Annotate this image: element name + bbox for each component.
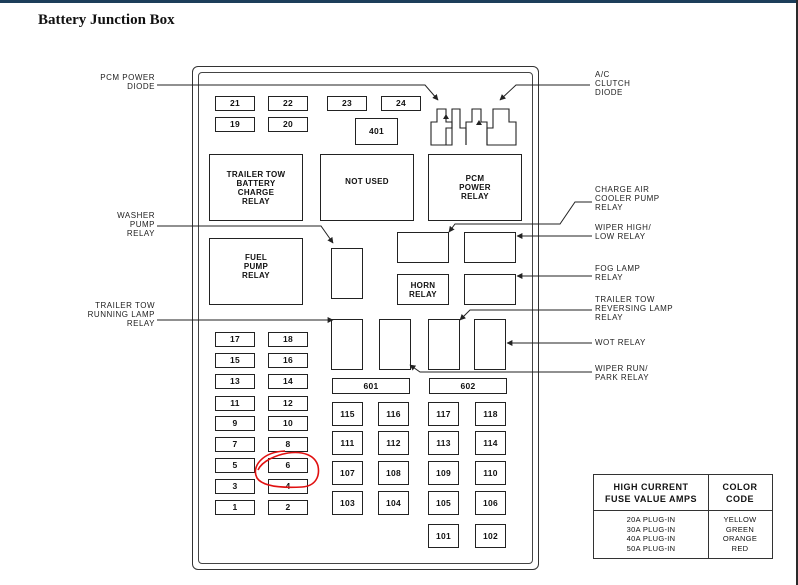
fuse-12: 12	[268, 396, 308, 411]
fuse-112: 112	[378, 431, 409, 455]
fuse-13: 13	[215, 374, 255, 389]
wiper-high-low-relay-slot	[464, 232, 516, 263]
fuse-10: 10	[268, 416, 308, 431]
fuse-24: 24	[381, 96, 421, 111]
label-washer-pump-relay: WASHER PUMP RELAY	[117, 211, 155, 238]
fuse-8: 8	[268, 437, 308, 452]
fuse-21: 21	[215, 96, 255, 111]
fuse-11: 11	[215, 396, 255, 411]
fuel-pump-relay: FUEL PUMP RELAY	[209, 238, 303, 305]
legend-color-value: GREEN	[725, 524, 755, 534]
pcm-power-relay: PCM POWER RELAY	[428, 154, 522, 221]
fuse-107: 107	[332, 461, 363, 485]
fuse-117: 117	[428, 402, 459, 426]
fuse-102: 102	[475, 524, 506, 548]
fuse-18: 18	[268, 332, 308, 347]
legend-color-value: ORANGE	[722, 534, 758, 543]
wiper-run-park-relay-slot	[379, 319, 411, 370]
fuse-104: 104	[378, 491, 409, 515]
fuse-111: 111	[332, 431, 363, 455]
trailer-tow-reversing-lamp-relay-slot	[428, 319, 460, 370]
fuse-108: 108	[378, 461, 409, 485]
legend-header-divider	[594, 510, 772, 511]
legend-color-value: RED	[731, 543, 749, 553]
label-wiper-run-park-relay: WIPER RUN/ PARK RELAY	[595, 364, 650, 382]
label-wiper-high-low-relay: WIPER HIGH/ LOW RELAY	[595, 223, 652, 241]
fuse-3: 3	[215, 479, 255, 494]
legend-header-amps: HIGH CURRENT FUSE VALUE AMPS	[604, 481, 697, 504]
legend-amp-value: 30A PLUG-IN	[626, 524, 676, 534]
label-trailer-tow-reversing-lamp-relay: TRAILER TOW REVERSING LAMP RELAY	[595, 295, 674, 322]
legend-amp-value: 40A PLUG-IN	[626, 534, 676, 543]
legend-amp-value: 50A PLUG-IN	[626, 543, 676, 553]
label-pcm-power-diode: PCM POWER DIODE	[100, 73, 155, 91]
legend-amp-value: 20A PLUG-IN	[626, 515, 676, 524]
legend-color-value: YELLOW	[723, 515, 757, 524]
fuse-7: 7	[215, 437, 255, 452]
fuse-14: 14	[268, 374, 308, 389]
junction-box-inner-frame	[198, 72, 533, 564]
label-charge-air-cooler-pump-relay: CHARGE AIR COOLER PUMP RELAY	[595, 185, 660, 212]
legend-color-column: YELLOW GREEN ORANGE RED	[708, 515, 772, 553]
fuse-20: 20	[268, 117, 308, 132]
page-title: Battery Junction Box	[38, 12, 175, 28]
fuse-601: 601	[332, 378, 410, 394]
fuse-106: 106	[475, 491, 506, 515]
label-trailer-tow-running-lamp-relay: TRAILER TOW RUNNING LAMP RELAY	[87, 301, 155, 328]
fog-lamp-relay-slot	[464, 274, 516, 305]
not-used-relay-slot: NOT USED	[320, 154, 414, 221]
fuse-22: 22	[268, 96, 308, 111]
fuse-103: 103	[332, 491, 363, 515]
label-ac-clutch-diode: A/C CLUTCH DIODE	[595, 70, 631, 97]
horn-relay: HORN RELAY	[397, 274, 449, 305]
fuse-9: 9	[215, 416, 255, 431]
junction-box-outer-frame	[192, 66, 539, 570]
fuse-color-legend: HIGH CURRENT FUSE VALUE AMPS COLOR CODE …	[593, 474, 773, 559]
washer-pump-relay-slot	[331, 248, 363, 299]
label-wot-relay: WOT RELAY	[595, 338, 646, 347]
fuse-118: 118	[475, 402, 506, 426]
window-top-border	[0, 0, 798, 3]
fuse-113: 113	[428, 431, 459, 455]
fuse-17: 17	[215, 332, 255, 347]
window-right-border	[796, 0, 798, 585]
fuse-114: 114	[475, 431, 506, 455]
fuse-6: 6	[268, 458, 308, 473]
red-circle-annotation	[254, 450, 320, 489]
fuse-15: 15	[215, 353, 255, 368]
fuse-115: 115	[332, 402, 363, 426]
legend-column-divider	[708, 475, 709, 558]
fuse-16: 16	[268, 353, 308, 368]
fuse-110: 110	[475, 461, 506, 485]
fuse-105: 105	[428, 491, 459, 515]
fuse-116: 116	[378, 402, 409, 426]
wot-relay-slot	[474, 319, 506, 370]
fuse-23: 23	[327, 96, 367, 111]
fuse-5: 5	[215, 458, 255, 473]
fuse-19: 19	[215, 117, 255, 132]
fuse-101: 101	[428, 524, 459, 548]
label-fog-lamp-relay: FOG LAMP RELAY	[595, 264, 641, 282]
fuse-1: 1	[215, 500, 255, 515]
legend-amps-column: 20A PLUG-IN 30A PLUG-IN 40A PLUG-IN 50A …	[594, 515, 708, 553]
fuse-602: 602	[429, 378, 507, 394]
charge-air-cooler-pump-relay-slot	[397, 232, 449, 263]
legend-header-color: COLOR CODE	[722, 481, 758, 504]
trailer-tow-running-lamp-relay-slot	[331, 319, 363, 370]
fuse-109: 109	[428, 461, 459, 485]
trailer-tow-battery-charge-relay: TRAILER TOW BATTERY CHARGE RELAY	[209, 154, 303, 221]
fuse-2: 2	[268, 500, 308, 515]
fuse-401: 401	[355, 118, 398, 145]
